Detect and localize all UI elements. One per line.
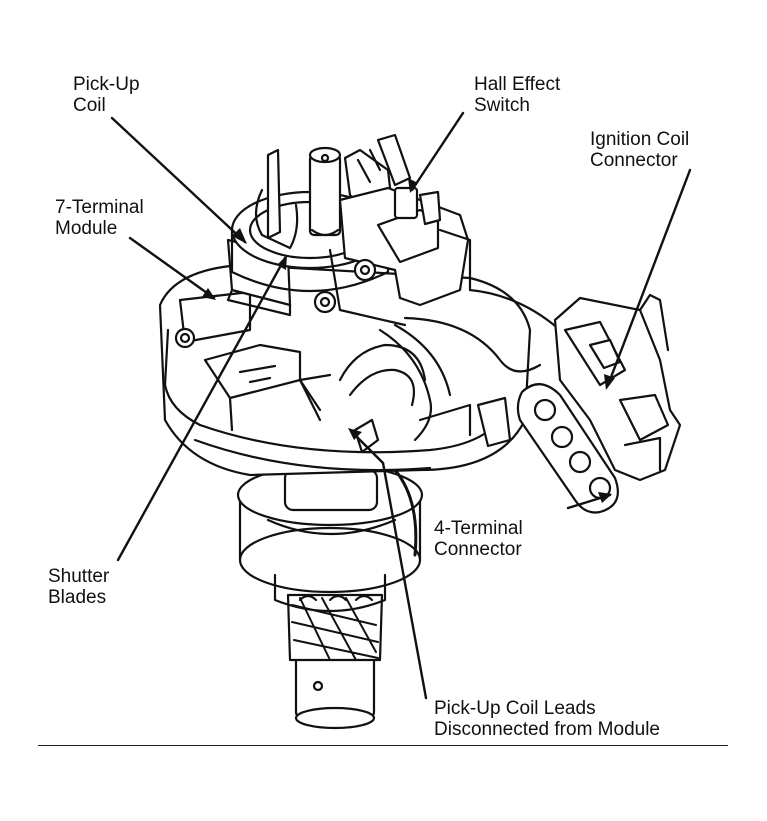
ignition-coil-connector-block xyxy=(553,293,682,482)
arrowhead-shutter-blades xyxy=(277,255,287,270)
leader-lines xyxy=(110,111,692,700)
arrowhead-ignition-coil xyxy=(604,374,615,390)
label-pickup-coil-line2: Coil xyxy=(73,95,106,116)
label-shutter-blades-line2: Blades xyxy=(48,587,107,608)
arrowhead-pickup-leads xyxy=(348,428,362,440)
wiring-harness xyxy=(298,288,562,454)
label-seven-terminal-line2: Module xyxy=(55,218,118,239)
leader-pickup-leads xyxy=(381,461,428,700)
drive-gear xyxy=(286,593,384,730)
bottom-rule xyxy=(38,745,728,746)
label-pickup-coil-line1: Pick-Up xyxy=(73,74,140,95)
leader-shutter-blades xyxy=(116,256,287,562)
arrowhead-pickup-coil xyxy=(232,228,247,244)
four-terminal-connector-block xyxy=(516,383,619,514)
leader-arrowheads xyxy=(202,178,615,503)
label-hall-effect-line2: Switch xyxy=(474,95,530,116)
label-pickup-leads-line2: Disconnected from Module xyxy=(434,719,660,740)
leader-pickup-leads-2 xyxy=(350,430,385,465)
label-four-terminal-line1: 4-Terminal xyxy=(434,518,523,539)
label-hall-effect-switch: Hall Effect Switch xyxy=(474,74,560,116)
label-ignition-coil-connector: Ignition Coil Connector xyxy=(590,129,689,171)
label-pickup-coil: Pick-Up Coil xyxy=(73,74,140,116)
label-seven-terminal-module: 7-Terminal Module xyxy=(55,197,144,239)
hall-effect-switch-block xyxy=(328,133,472,327)
label-pickup-coil-leads: Pick-Up Coil Leads Disconnected from Mod… xyxy=(434,698,660,740)
label-seven-terminal-line1: 7-Terminal xyxy=(55,197,144,218)
label-four-terminal-connector: 4-Terminal Connector xyxy=(434,518,523,560)
label-shutter-blades-line1: Shutter xyxy=(48,566,110,587)
leader-pickup-coil xyxy=(110,116,247,244)
arrowhead-seven-terminal xyxy=(202,288,216,300)
arrowhead-hall-effect xyxy=(408,178,418,193)
label-shutter-blades: Shutter Blades xyxy=(48,566,109,608)
label-ignition-coil-line2: Connector xyxy=(590,150,678,171)
label-pickup-leads-line1: Pick-Up Coil Leads xyxy=(434,698,596,719)
label-hall-effect-line1: Hall Effect xyxy=(474,74,561,95)
label-four-terminal-line2: Connector xyxy=(434,539,522,560)
lower-housing xyxy=(236,463,424,613)
label-ignition-coil-line1: Ignition Coil xyxy=(590,129,690,150)
leader-ignition-coil xyxy=(606,168,692,387)
arrowhead-four-terminal xyxy=(598,492,612,503)
leader-seven-terminal xyxy=(128,236,216,300)
leader-hall-effect xyxy=(410,111,465,192)
